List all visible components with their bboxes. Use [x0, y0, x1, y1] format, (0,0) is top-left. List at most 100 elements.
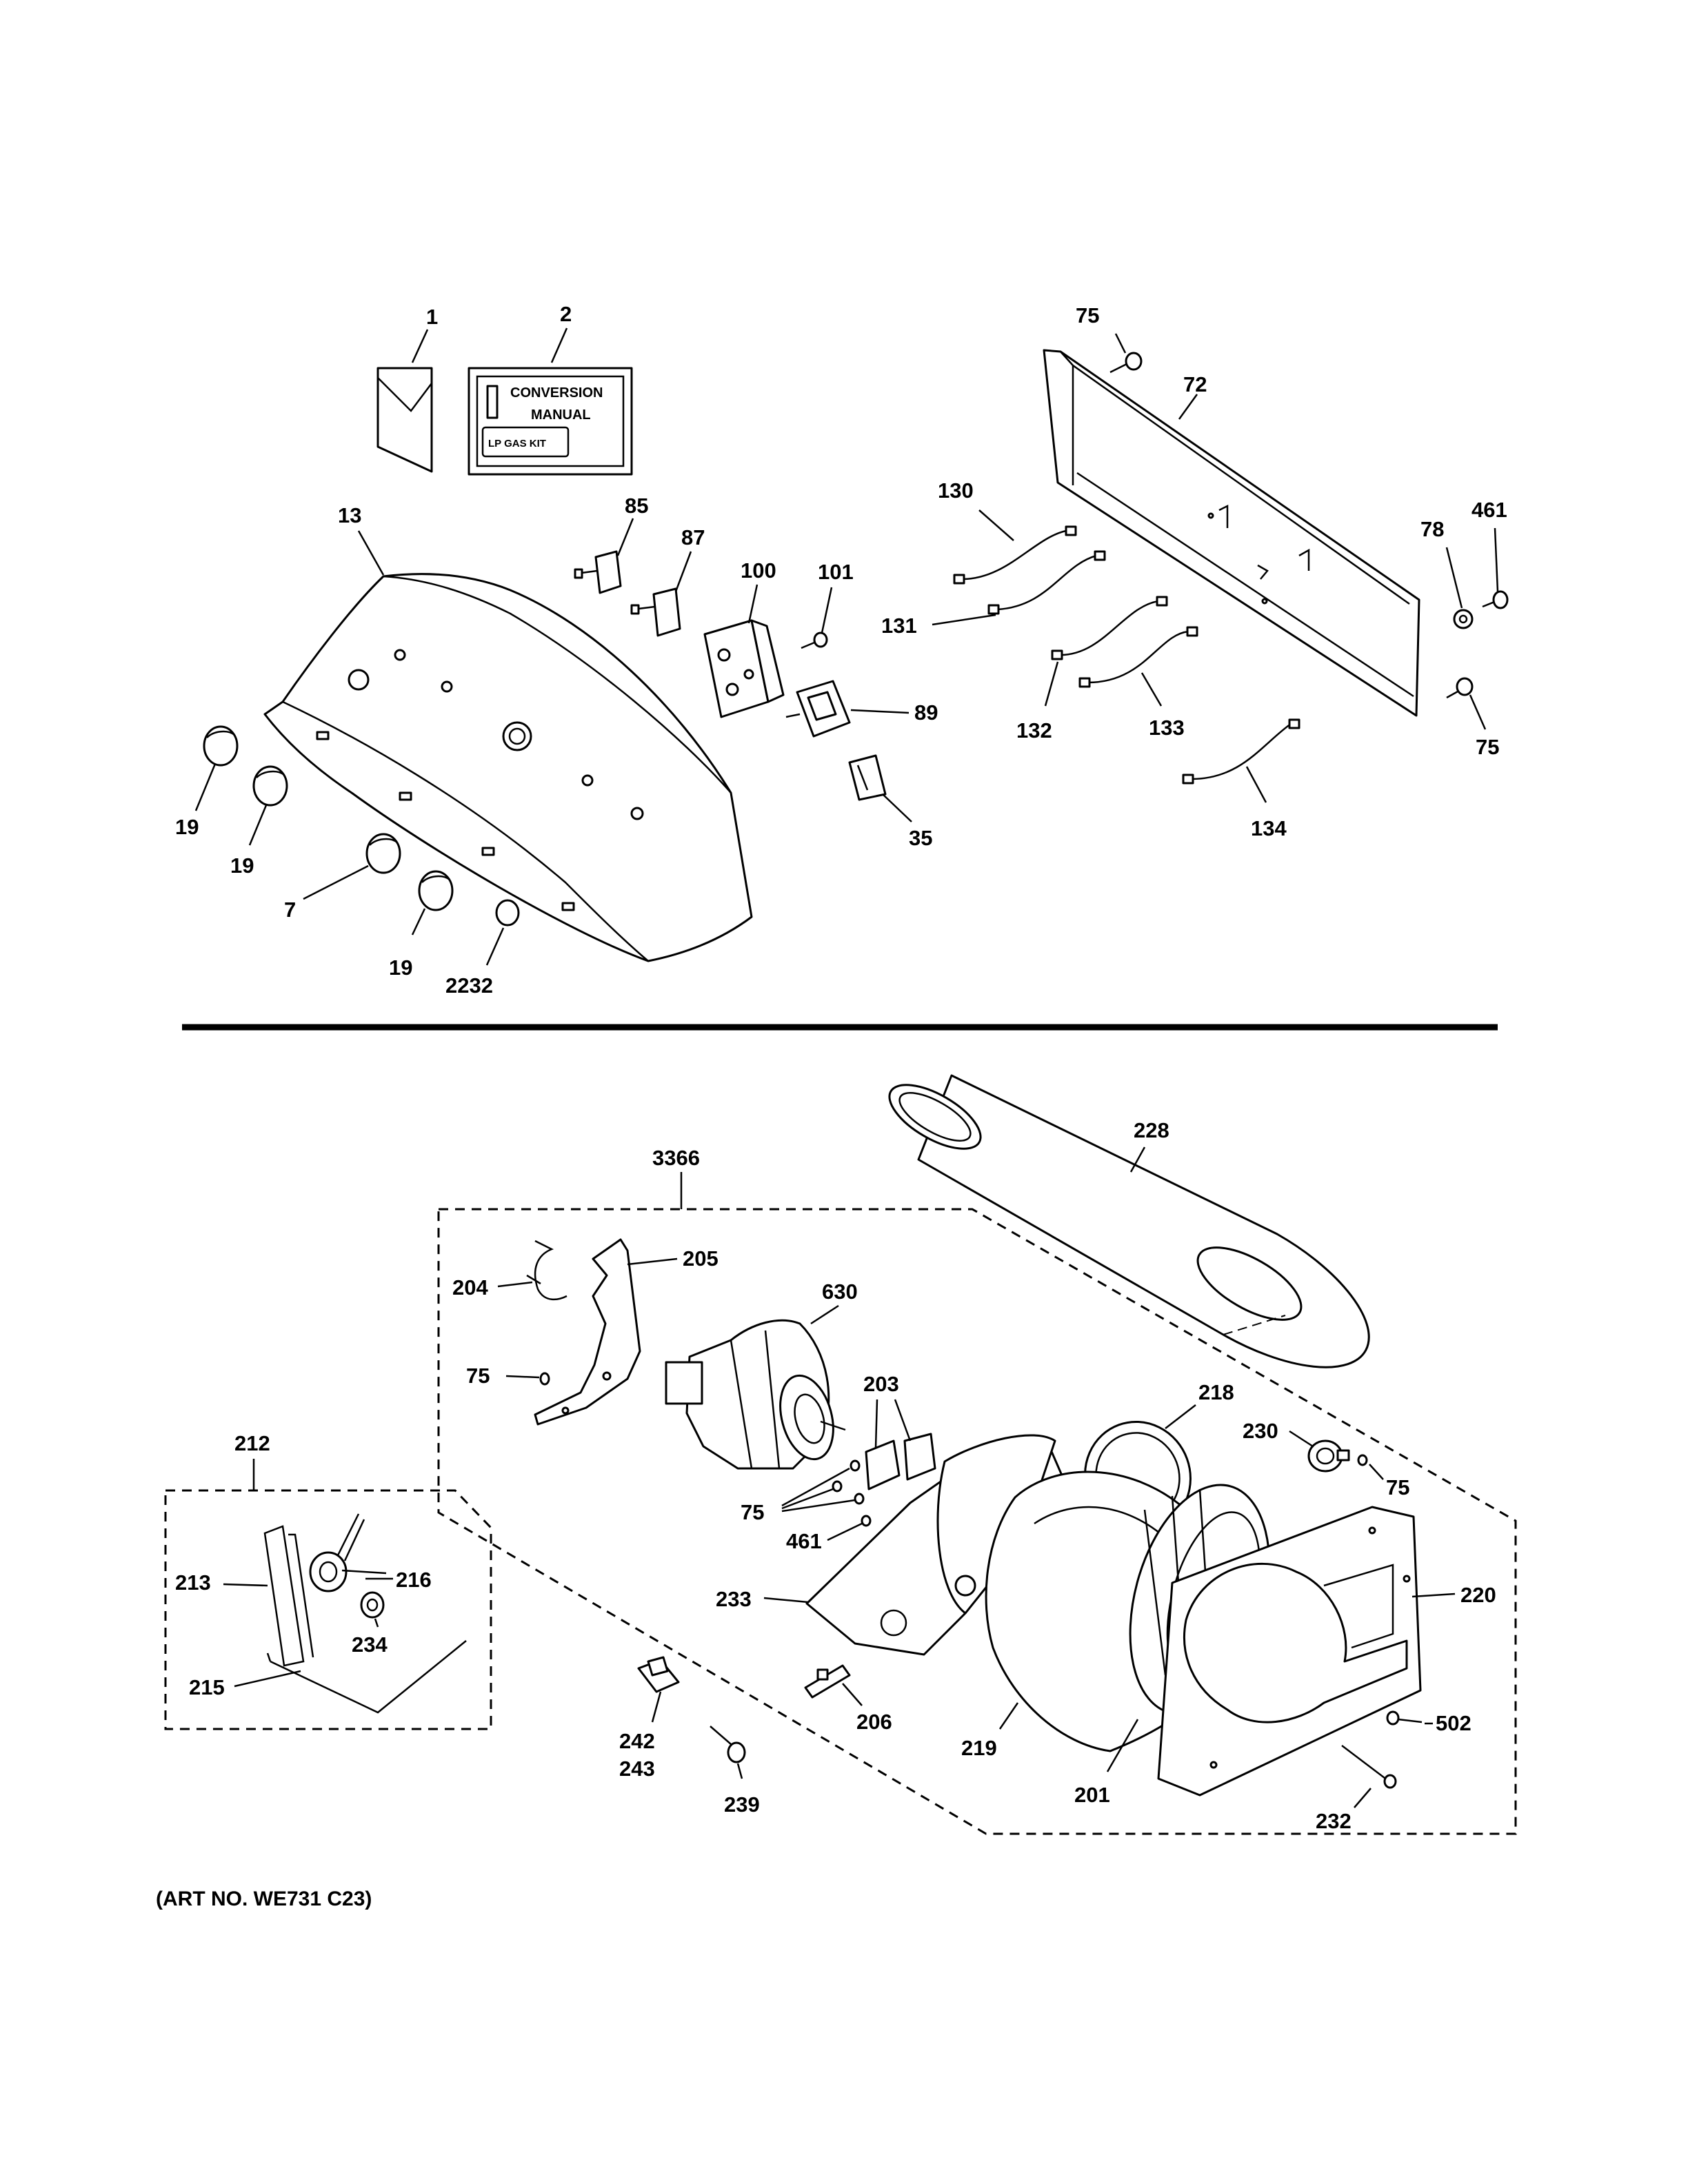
callout-132: 132	[1016, 718, 1052, 742]
knob-19-b	[252, 765, 288, 807]
manual-title-line1: CONVERSION	[510, 385, 603, 401]
callout-19-a: 19	[175, 815, 199, 839]
rod-232	[1341, 1745, 1397, 1789]
callout-204: 204	[452, 1275, 488, 1300]
belt-213	[263, 1525, 314, 1667]
knob-7	[365, 833, 401, 874]
screw-502	[1386, 1710, 1423, 1726]
idler-pulley-216	[309, 1513, 387, 1593]
callout-1: 1	[426, 305, 438, 329]
knob-19-a	[203, 725, 239, 767]
harness-130	[953, 525, 1077, 585]
callout-243: 243	[619, 1757, 655, 1781]
callout-228: 228	[1134, 1118, 1169, 1142]
callout-35: 35	[909, 826, 932, 850]
switch-85	[574, 550, 622, 594]
callout-502: 502	[1436, 1711, 1471, 1735]
callout-218: 218	[1198, 1380, 1234, 1404]
plug-239	[710, 1726, 746, 1763]
screw-101	[801, 631, 828, 649]
belt-rod-215	[266, 1640, 467, 1714]
part-35	[848, 754, 887, 801]
callout-101: 101	[818, 560, 854, 584]
rear-panel-72	[1043, 349, 1420, 717]
callout-205: 205	[683, 1246, 719, 1271]
callout-13: 13	[338, 503, 361, 527]
callout-75-d: 75	[1386, 1475, 1409, 1499]
callout-2232: 2232	[445, 973, 493, 998]
control-panel-part	[263, 573, 753, 962]
callout-215: 215	[189, 1675, 225, 1699]
switch-87	[630, 587, 681, 637]
callout-85: 85	[625, 494, 648, 518]
callout-461-b: 461	[786, 1529, 822, 1553]
callout-201: 201	[1074, 1783, 1110, 1807]
conversion-manual-part: CONVERSION MANUAL LP GAS KIT	[468, 367, 633, 476]
timer-100	[703, 619, 785, 718]
callout-212: 212	[234, 1431, 270, 1455]
motor-630	[665, 1319, 846, 1470]
callout-131: 131	[881, 614, 917, 638]
callout-130: 130	[938, 478, 974, 503]
screw-75-left	[539, 1372, 550, 1386]
clips-203	[865, 1433, 936, 1490]
callout-3366: 3366	[652, 1146, 700, 1170]
screw-75-right	[1446, 677, 1474, 699]
art-number: (ART NO. WE731 C23)	[156, 1888, 372, 1910]
screws-75-mid	[832, 1459, 865, 1505]
callout-75-e: 75	[741, 1500, 764, 1524]
callout-100: 100	[741, 558, 776, 583]
base-233	[805, 1434, 1063, 1656]
callout-2: 2	[560, 302, 572, 326]
duct-228	[888, 1074, 1370, 1368]
callout-206: 206	[856, 1710, 892, 1734]
callout-19-c: 19	[389, 956, 412, 980]
callout-242: 242	[619, 1729, 655, 1753]
harness-134	[1182, 718, 1300, 785]
callout-232: 232	[1316, 1809, 1352, 1833]
callout-233: 233	[716, 1587, 752, 1611]
bracket-205	[534, 1238, 641, 1426]
assembly-box-3366	[437, 1208, 1517, 1835]
screw-461-top	[1482, 590, 1509, 609]
callout-630: 630	[822, 1280, 858, 1304]
callout-239: 239	[724, 1792, 760, 1817]
screw-75-lower-right	[1357, 1454, 1368, 1466]
thermostat-230	[1307, 1439, 1350, 1473]
assembly-box-212	[164, 1489, 492, 1730]
screw-461-mid	[861, 1515, 872, 1527]
callout-234: 234	[352, 1632, 388, 1657]
harness-131	[987, 550, 1106, 615]
callout-213: 213	[175, 1570, 211, 1595]
screw-75-top	[1109, 352, 1143, 374]
blower-plate-220	[1157, 1506, 1422, 1797]
manual-kit-label: LP GAS KIT	[488, 438, 546, 449]
lock-washer-78	[1453, 609, 1474, 629]
callout-216: 216	[396, 1568, 432, 1592]
callout-7: 7	[284, 898, 296, 922]
callout-78: 78	[1420, 517, 1444, 541]
callout-133: 133	[1149, 716, 1185, 740]
switch-206	[804, 1664, 851, 1699]
callout-219: 219	[961, 1736, 997, 1760]
envelope-part	[376, 367, 433, 473]
switch-89	[785, 680, 851, 738]
manual-title-line2: MANUAL	[531, 407, 591, 423]
switch-242-243	[637, 1656, 680, 1693]
callout-461-a: 461	[1471, 498, 1507, 522]
callout-75-a: 75	[1076, 303, 1099, 327]
knob-19-c	[418, 870, 454, 911]
strap-204	[526, 1240, 567, 1300]
callout-89: 89	[914, 700, 938, 725]
callout-75-b: 75	[1476, 735, 1499, 759]
harness-132	[1051, 596, 1168, 660]
harness-133	[1078, 626, 1198, 688]
pulley-234	[360, 1591, 385, 1619]
callout-72: 72	[1183, 372, 1207, 396]
button-2232	[495, 899, 520, 927]
callout-87: 87	[681, 525, 705, 549]
callout-75-c: 75	[466, 1364, 490, 1388]
callout-203: 203	[863, 1372, 899, 1396]
callout-220: 220	[1460, 1583, 1496, 1607]
